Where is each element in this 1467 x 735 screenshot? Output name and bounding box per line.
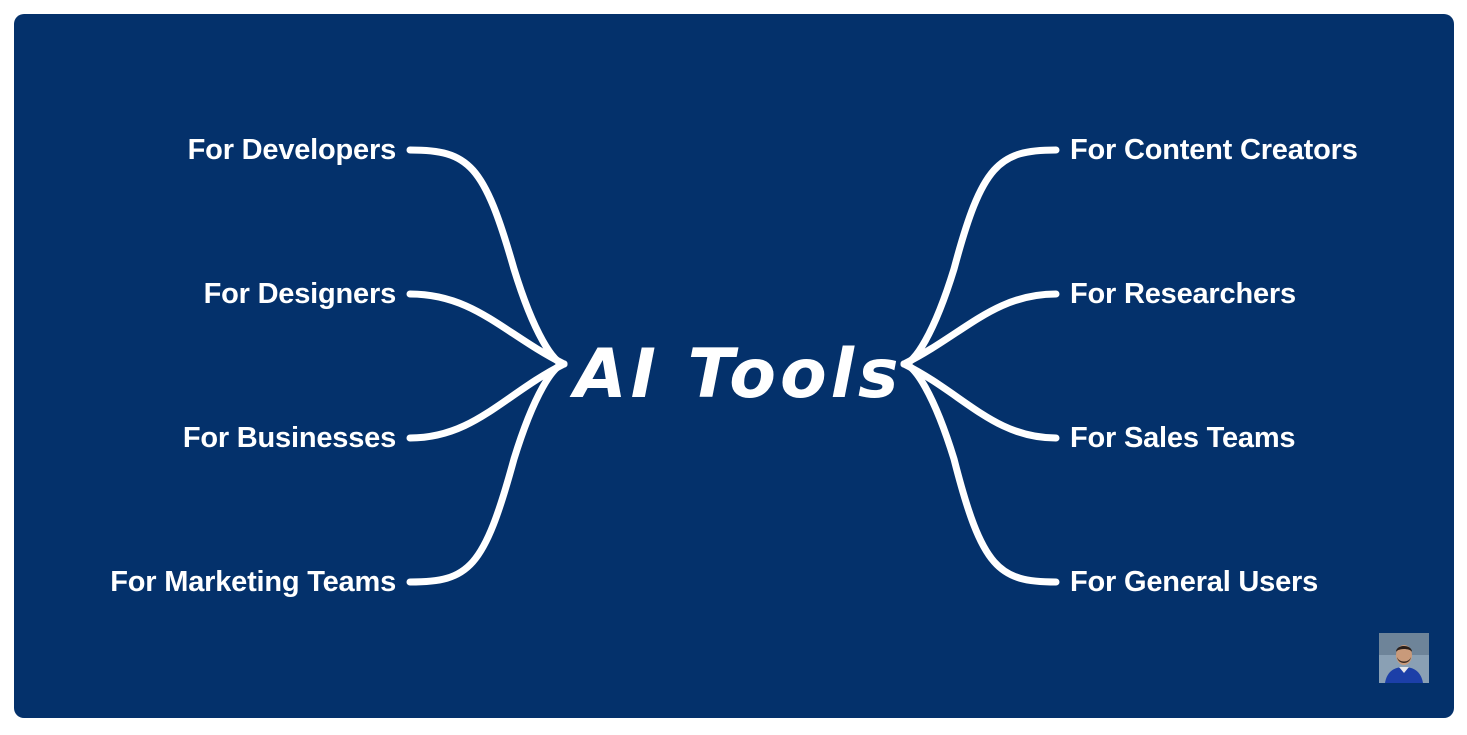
branch-for-general-users: For General Users [1070,564,1318,600]
connector-left-1 [410,150,564,364]
connector-right-4 [904,364,1056,582]
person-avatar-icon [1379,633,1429,683]
connector-left-4 [410,364,564,582]
branch-for-researchers: For Researchers [1070,276,1296,312]
branch-for-businesses: For Businesses [16,420,396,456]
connector-left-2 [410,294,564,364]
connector-left-3 [410,364,564,438]
branch-for-content-creators: For Content Creators [1070,132,1358,168]
branch-for-designers: For Designers [16,276,396,312]
branch-for-sales-teams: For Sales Teams [1070,420,1295,456]
center-node-title: AI Tools [574,330,894,420]
branch-for-marketing-teams: For Marketing Teams [16,564,396,600]
connector-right-3 [904,364,1056,438]
connector-right-1 [904,150,1056,364]
mind-map-card: For Developers For Designers For Busines… [14,14,1454,718]
connector-right-2 [904,294,1056,364]
branch-for-developers: For Developers [16,132,396,168]
